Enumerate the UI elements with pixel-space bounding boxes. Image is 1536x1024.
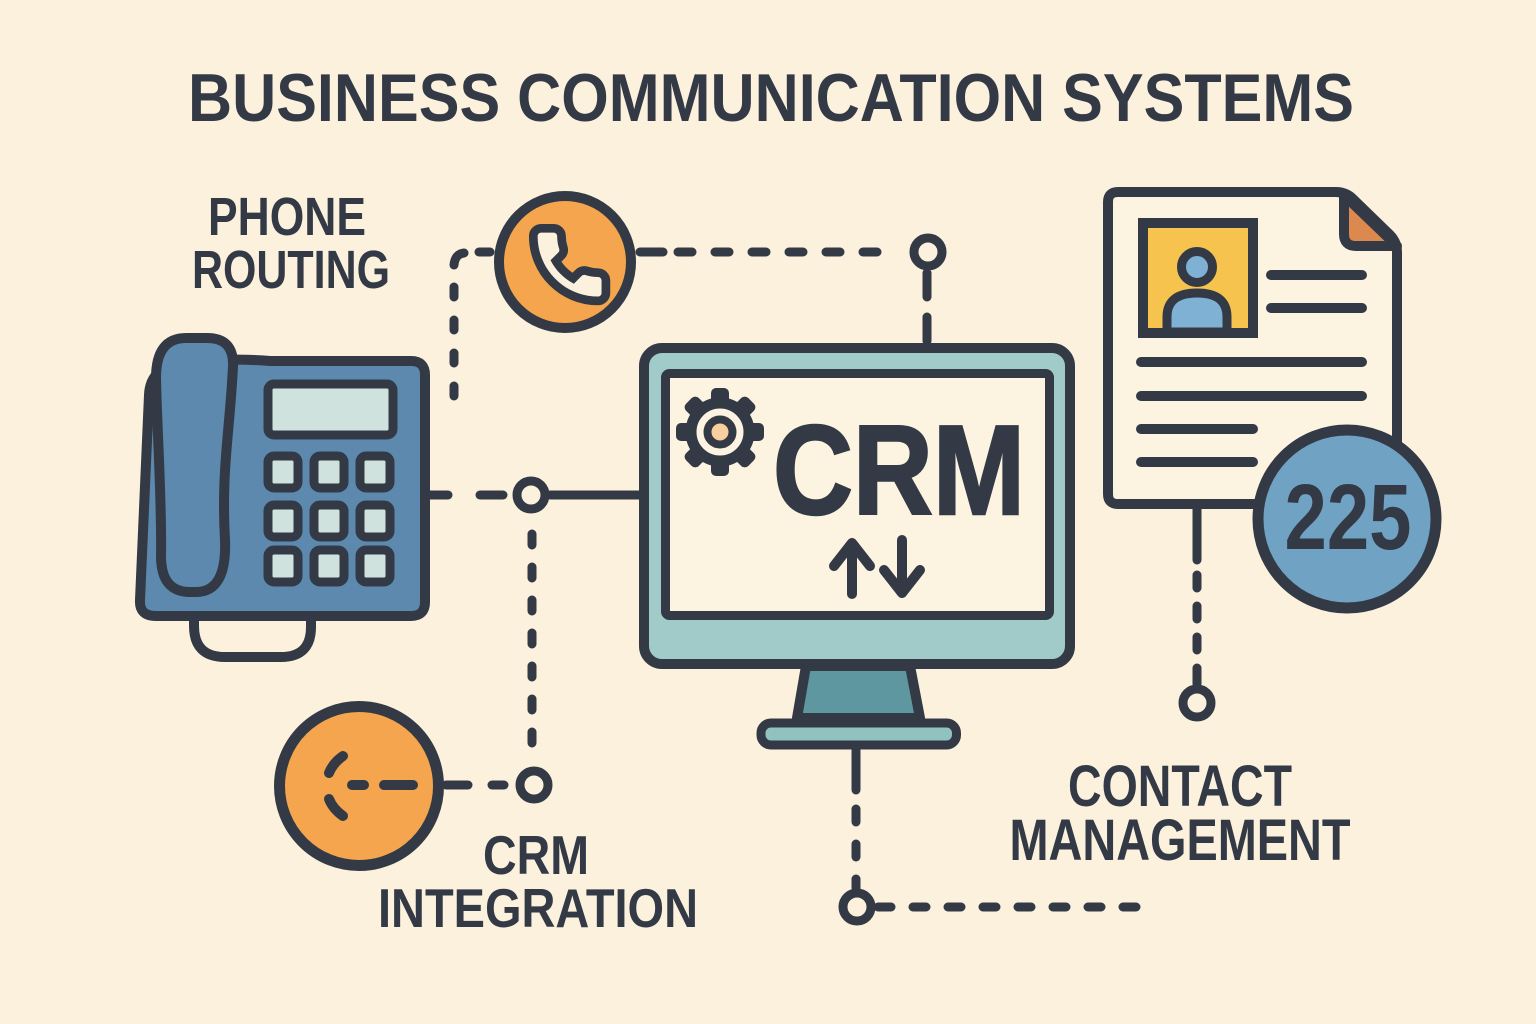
svg-text:INTEGRATION: INTEGRATION (378, 877, 698, 939)
svg-text:MANAGEMENT: MANAGEMENT (1010, 808, 1351, 873)
svg-text:CRM: CRM (773, 399, 1025, 541)
svg-text:225: 225 (1285, 465, 1412, 569)
svg-text:BUSINESS COMMUNICATION SYSTEMS: BUSINESS COMMUNICATION SYSTEMS (188, 60, 1354, 136)
svg-text:PHONE: PHONE (208, 187, 366, 247)
svg-text:ROUTING: ROUTING (192, 240, 390, 300)
svg-text:CONTACT: CONTACT (1068, 754, 1292, 819)
svg-text:CRM: CRM (483, 824, 589, 886)
